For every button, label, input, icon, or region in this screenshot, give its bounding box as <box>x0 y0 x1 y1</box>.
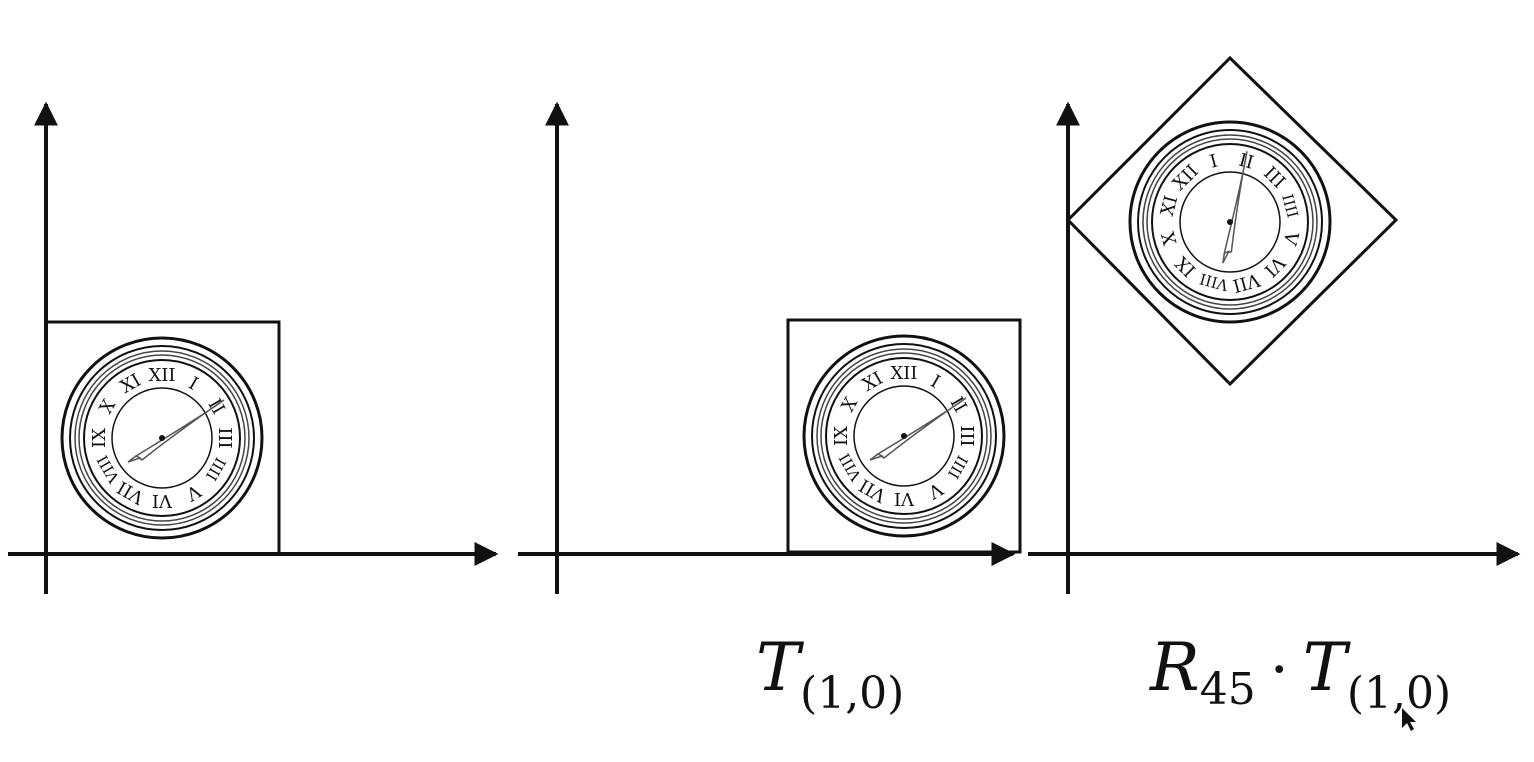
caption-translation: T(1,0) <box>756 629 904 719</box>
caption-rotation-translation: R45·T(1,0) <box>1149 629 1451 719</box>
clock-frame-rotated <box>1065 55 1399 387</box>
panel-rotated-translated: R45·T(1,0) <box>1028 55 1521 731</box>
clock-frame <box>786 318 1022 554</box>
clock-image <box>802 334 1006 538</box>
clock-image <box>60 336 264 540</box>
mouse-cursor-icon <box>1402 708 1416 731</box>
panel-translated: T(1,0) <box>518 101 1022 719</box>
clock-image-rotated <box>1087 79 1373 365</box>
clock-frame <box>44 320 281 556</box>
panel-original <box>8 101 499 594</box>
